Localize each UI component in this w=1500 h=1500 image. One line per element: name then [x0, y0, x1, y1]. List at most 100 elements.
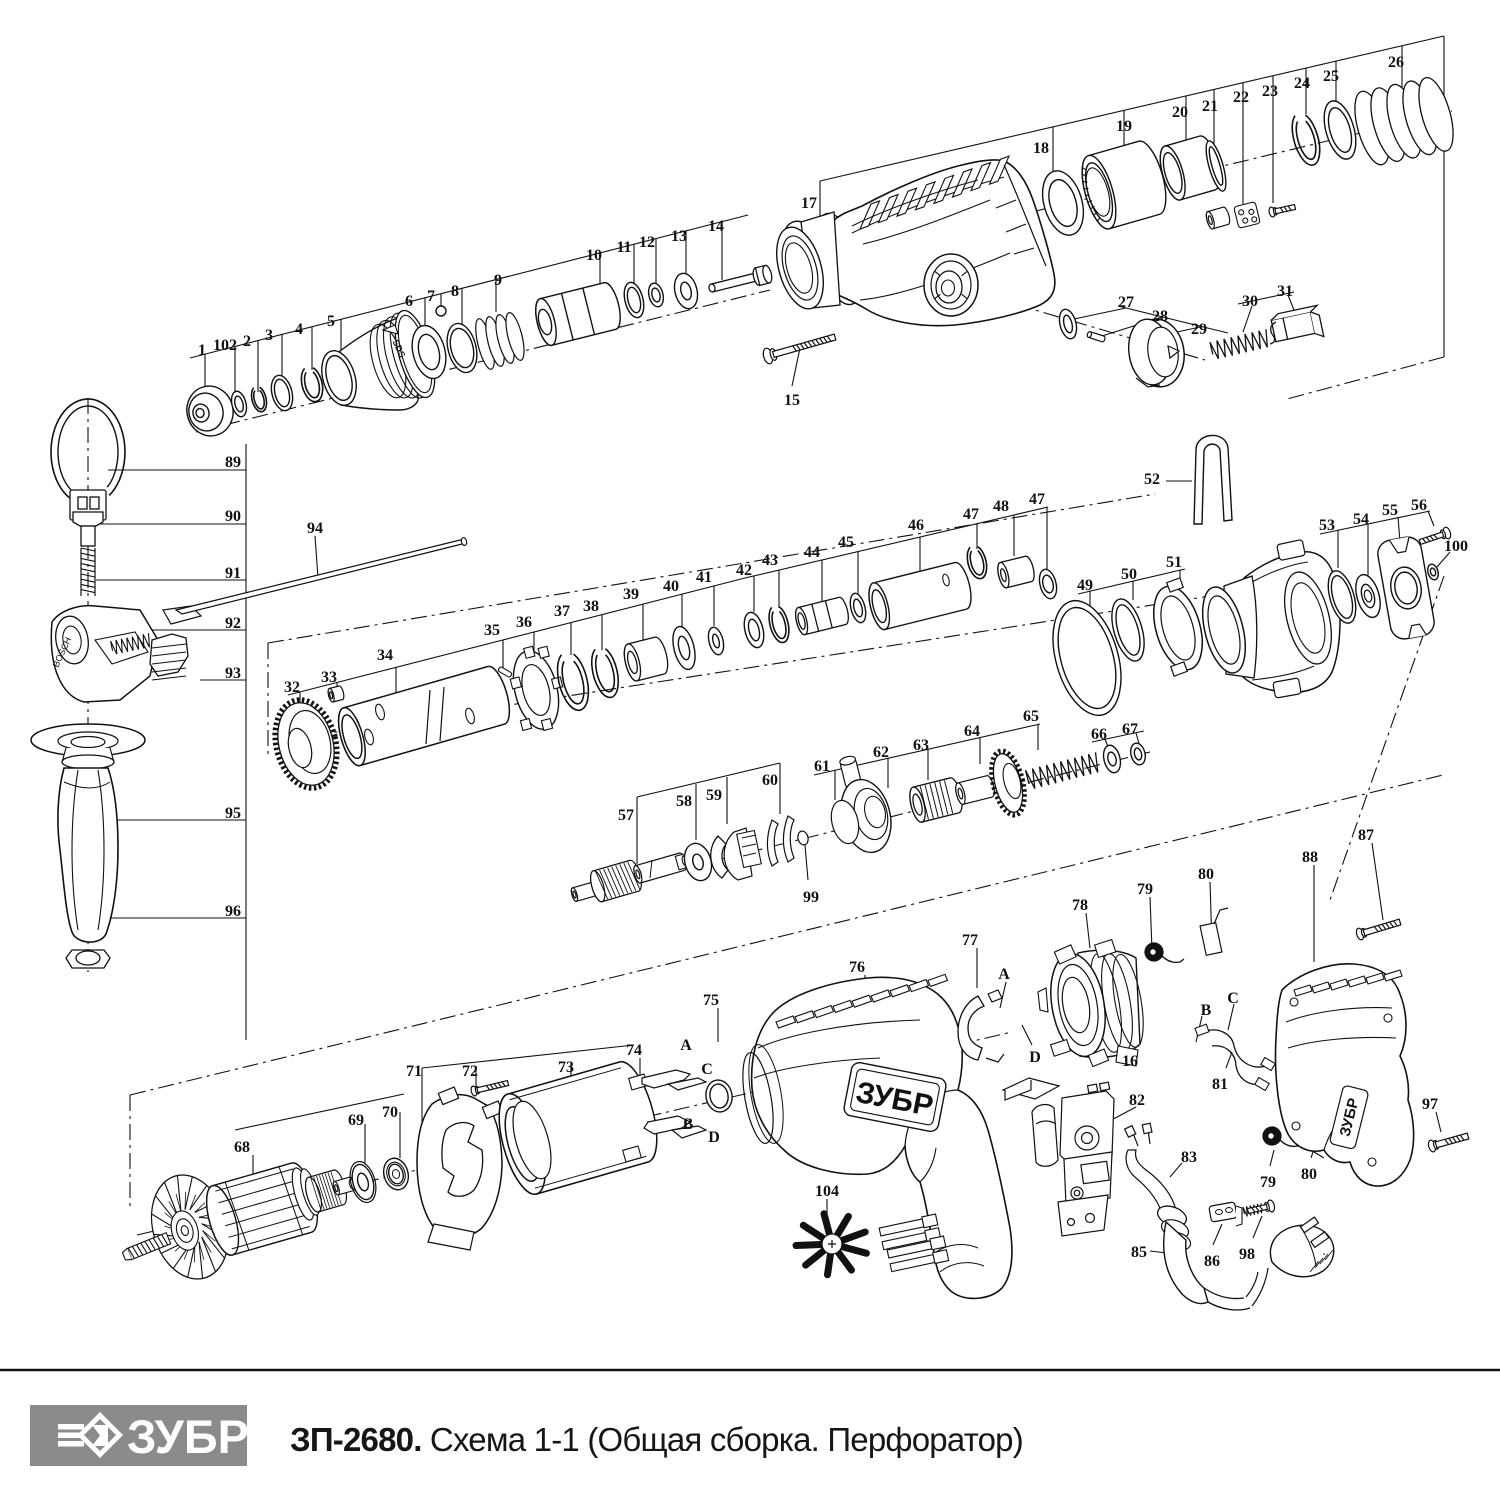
svg-text:93: 93 [225, 665, 241, 682]
svg-text:26: 26 [1388, 54, 1404, 71]
svg-text:28: 28 [1152, 308, 1168, 325]
svg-text:88: 88 [1302, 849, 1318, 866]
svg-text:8: 8 [451, 283, 459, 300]
svg-text:55: 55 [1382, 502, 1398, 519]
svg-text:D: D [1029, 1049, 1041, 1066]
svg-text:24: 24 [1294, 75, 1310, 92]
svg-text:C: C [701, 1061, 713, 1078]
svg-text:104: 104 [815, 1183, 839, 1200]
svg-text:19: 19 [1116, 118, 1132, 135]
svg-text:16: 16 [1122, 1053, 1138, 1070]
svg-text:85: 85 [1131, 1244, 1147, 1261]
svg-text:83: 83 [1181, 1149, 1197, 1166]
svg-text:18: 18 [1033, 140, 1049, 157]
svg-text:66: 66 [1091, 726, 1107, 743]
svg-text:10: 10 [586, 247, 602, 264]
svg-text:58: 58 [676, 793, 692, 810]
svg-text:100: 100 [1444, 538, 1468, 555]
svg-text:32: 32 [284, 679, 300, 696]
svg-text:31: 31 [1277, 283, 1293, 300]
svg-text:89: 89 [225, 454, 241, 471]
svg-text:D: D [708, 1129, 720, 1146]
svg-text:46: 46 [908, 517, 924, 534]
svg-text:36: 36 [516, 614, 532, 631]
svg-text:92: 92 [225, 615, 241, 632]
svg-text:C: C [1227, 990, 1239, 1007]
svg-text:1: 1 [198, 342, 206, 359]
svg-text:37: 37 [554, 603, 570, 620]
svg-text:20: 20 [1172, 104, 1188, 121]
svg-text:90: 90 [225, 508, 241, 525]
svg-text:21: 21 [1202, 98, 1218, 115]
svg-text:23: 23 [1262, 83, 1278, 100]
svg-text:51: 51 [1166, 554, 1182, 571]
svg-text:3: 3 [265, 327, 273, 344]
svg-text:ЗП-2680. Схема 1-1 (Общая сбор: ЗП-2680. Схема 1-1 (Общая сборка. Перфор… [290, 1421, 1023, 1458]
svg-text:68: 68 [234, 1139, 250, 1156]
svg-text:95: 95 [225, 805, 241, 822]
svg-text:41: 41 [696, 569, 712, 586]
svg-text:11: 11 [616, 239, 631, 256]
svg-text:97: 97 [1422, 1096, 1438, 1113]
svg-text:B: B [683, 1116, 694, 1133]
svg-text:80: 80 [1198, 866, 1214, 883]
svg-text:17: 17 [801, 195, 817, 212]
svg-text:64: 64 [964, 723, 980, 740]
svg-text:40: 40 [663, 578, 679, 595]
svg-text:47: 47 [963, 506, 979, 523]
svg-text:71: 71 [406, 1063, 422, 1080]
svg-text:7: 7 [427, 288, 435, 305]
svg-text:94: 94 [307, 520, 323, 537]
svg-text:45: 45 [838, 534, 854, 551]
svg-text:33: 33 [321, 669, 337, 686]
svg-text:82: 82 [1129, 1092, 1145, 1109]
svg-text:62: 62 [873, 744, 889, 761]
svg-text:34: 34 [377, 647, 393, 664]
svg-text:ЗУБР: ЗУБР [127, 1410, 249, 1463]
svg-text:54: 54 [1353, 511, 1369, 528]
svg-text:80: 80 [1301, 1166, 1317, 1183]
svg-text:22: 22 [1233, 89, 1249, 106]
svg-text:86: 86 [1204, 1253, 1220, 1270]
svg-text:74: 74 [626, 1042, 642, 1059]
svg-text:98: 98 [1239, 1246, 1255, 1263]
svg-text:61: 61 [814, 758, 830, 775]
svg-text:49: 49 [1077, 577, 1093, 594]
svg-text:39: 39 [623, 586, 639, 603]
svg-text:48: 48 [993, 498, 1009, 515]
svg-text:27: 27 [1118, 294, 1134, 311]
svg-text:70: 70 [382, 1104, 398, 1121]
svg-text:2: 2 [243, 333, 251, 350]
svg-text:6: 6 [405, 293, 413, 310]
svg-text:79: 79 [1137, 881, 1153, 898]
svg-text:35: 35 [484, 622, 500, 639]
svg-text:69: 69 [348, 1112, 364, 1129]
svg-text:76: 76 [849, 959, 865, 976]
svg-text:5: 5 [327, 313, 335, 330]
svg-text:14: 14 [708, 218, 724, 235]
svg-text:91: 91 [225, 565, 241, 582]
svg-text:67: 67 [1122, 721, 1138, 738]
svg-text:65: 65 [1023, 708, 1039, 725]
svg-text:63: 63 [913, 737, 929, 754]
svg-text:73: 73 [558, 1059, 574, 1076]
svg-text:50: 50 [1121, 566, 1137, 583]
svg-text:12: 12 [639, 234, 655, 251]
svg-text:78: 78 [1072, 897, 1088, 914]
svg-text:9: 9 [494, 272, 502, 289]
svg-text:47: 47 [1029, 491, 1045, 508]
svg-text:53: 53 [1319, 517, 1335, 534]
svg-text:52: 52 [1144, 471, 1160, 488]
svg-text:38: 38 [583, 598, 599, 615]
svg-text:75: 75 [703, 992, 719, 1009]
svg-text:44: 44 [804, 544, 820, 561]
svg-text:56: 56 [1411, 497, 1427, 514]
svg-text:87: 87 [1358, 827, 1374, 844]
svg-text:81: 81 [1212, 1076, 1228, 1093]
svg-text:29: 29 [1191, 321, 1207, 338]
svg-text:13: 13 [671, 228, 687, 245]
svg-text:15: 15 [784, 392, 800, 409]
svg-text:79: 79 [1260, 1174, 1276, 1191]
svg-text:59: 59 [706, 787, 722, 804]
svg-text:A: A [998, 966, 1010, 983]
